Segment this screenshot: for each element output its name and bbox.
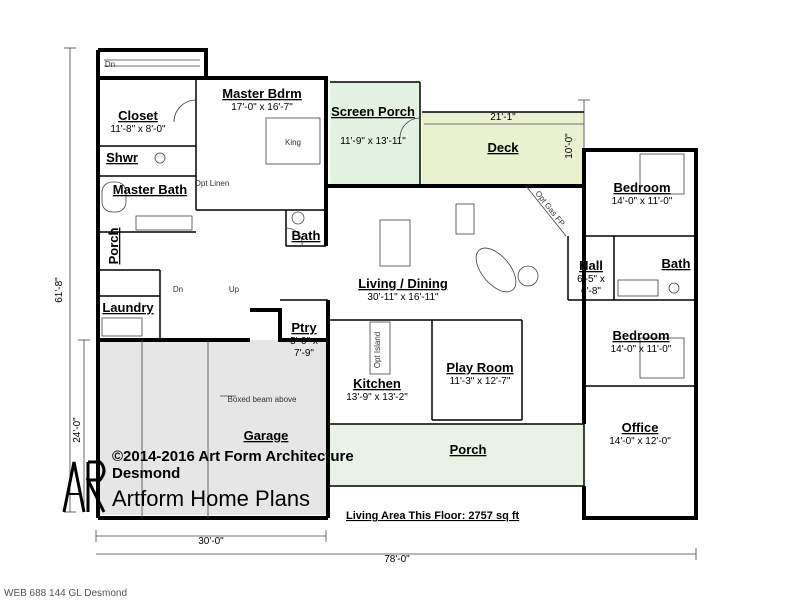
closet-label: Closet bbox=[118, 108, 158, 123]
company-name: Artform Home Plans bbox=[112, 486, 310, 511]
screen-porch-size: 11'-9" x 13'-11" bbox=[340, 136, 406, 147]
boxed-beam-label: Boxed beam above bbox=[228, 395, 297, 404]
screen-porch-label: Screen Porch bbox=[331, 104, 415, 119]
office-label: Office bbox=[622, 420, 659, 435]
opt-linen-label: Opt Linen bbox=[195, 179, 230, 188]
walls bbox=[96, 48, 698, 520]
office-size: 14'-0" x 12'-0" bbox=[609, 436, 671, 447]
screen-porch-fill bbox=[330, 82, 420, 186]
closet-size: 11'-8" x 8'-0" bbox=[110, 124, 166, 135]
ptry-size-1: 5'-0" x bbox=[290, 336, 318, 347]
artform-logo bbox=[62, 460, 106, 513]
hall-size-2: 6'-8" bbox=[581, 286, 601, 297]
stair-dn-label: Dn bbox=[173, 285, 183, 294]
copyright-text: ©2014-2016 Art Form Architecture bbox=[112, 448, 354, 465]
ptry-size-2: 7'-9" bbox=[294, 348, 314, 359]
bath-main-label: Bath bbox=[292, 228, 321, 243]
stair-dn-top-label: Dn bbox=[105, 60, 115, 69]
plan-name-text: Desmond bbox=[112, 465, 180, 482]
bedroom-2-label: Bedroom bbox=[612, 328, 669, 343]
bath-hall-label: Bath bbox=[662, 256, 691, 271]
bedroom-2-size: 14'-0" x 11'-0" bbox=[611, 344, 672, 355]
play-room-label: Play Room bbox=[446, 360, 513, 375]
footer-code: WEB 688 144 GL Desmond bbox=[4, 588, 127, 599]
living-area-text: Living Area This Floor: 2757 sq ft bbox=[346, 510, 520, 522]
overall-height-dim: 61'-8" bbox=[54, 277, 65, 303]
hall-label: Hall bbox=[579, 258, 603, 273]
laundry-label: Laundry bbox=[102, 300, 154, 315]
porch-side-label: Porch bbox=[106, 228, 121, 265]
opt-island-label: Opt Island bbox=[373, 332, 382, 368]
master-bdrm-label: Master Bdrm bbox=[222, 86, 301, 101]
fixtures bbox=[101, 59, 685, 518]
deck-width-dim: 21'-1" bbox=[490, 112, 516, 123]
garage-width-dim: 30'-0" bbox=[198, 536, 224, 547]
master-bdrm-size: 17'-0" x 16'-7" bbox=[231, 102, 293, 113]
garage-fill bbox=[98, 340, 326, 515]
bed-king-label: King bbox=[285, 138, 301, 147]
hall-size-1: 6'-5" x bbox=[577, 274, 605, 285]
kitchen-label: Kitchen bbox=[353, 376, 401, 391]
shwr-label: Shwr bbox=[106, 150, 138, 165]
kitchen-size: 13'-9" x 13'-2" bbox=[346, 392, 408, 403]
master-bath-label: Master Bath bbox=[113, 182, 187, 197]
ptry-label: Ptry bbox=[291, 320, 317, 335]
living-dining-size: 30'-11" x 16'-11" bbox=[367, 292, 439, 303]
opt-gas-fp-label: Opt Gas FP bbox=[533, 189, 566, 228]
overall-width-dim: 78'-0" bbox=[384, 554, 410, 565]
play-room-size: 11'-3" x 12'-7" bbox=[450, 376, 511, 387]
deck-depth-dim: 10'-0" bbox=[564, 133, 575, 159]
living-dining-label: Living / Dining bbox=[358, 276, 448, 291]
bedroom-1-size: 14'-0" x 11'-0" bbox=[612, 196, 673, 207]
bedroom-1-label: Bedroom bbox=[613, 180, 670, 195]
front-porch-fill bbox=[330, 424, 584, 486]
stair-up-label: Up bbox=[229, 285, 240, 294]
deck-label: Deck bbox=[487, 140, 519, 155]
garage-label: Garage bbox=[244, 428, 289, 443]
garage-height-dim: 24'-0" bbox=[72, 417, 83, 443]
dimension-lines bbox=[64, 47, 697, 560]
front-porch-label: Porch bbox=[450, 442, 487, 457]
